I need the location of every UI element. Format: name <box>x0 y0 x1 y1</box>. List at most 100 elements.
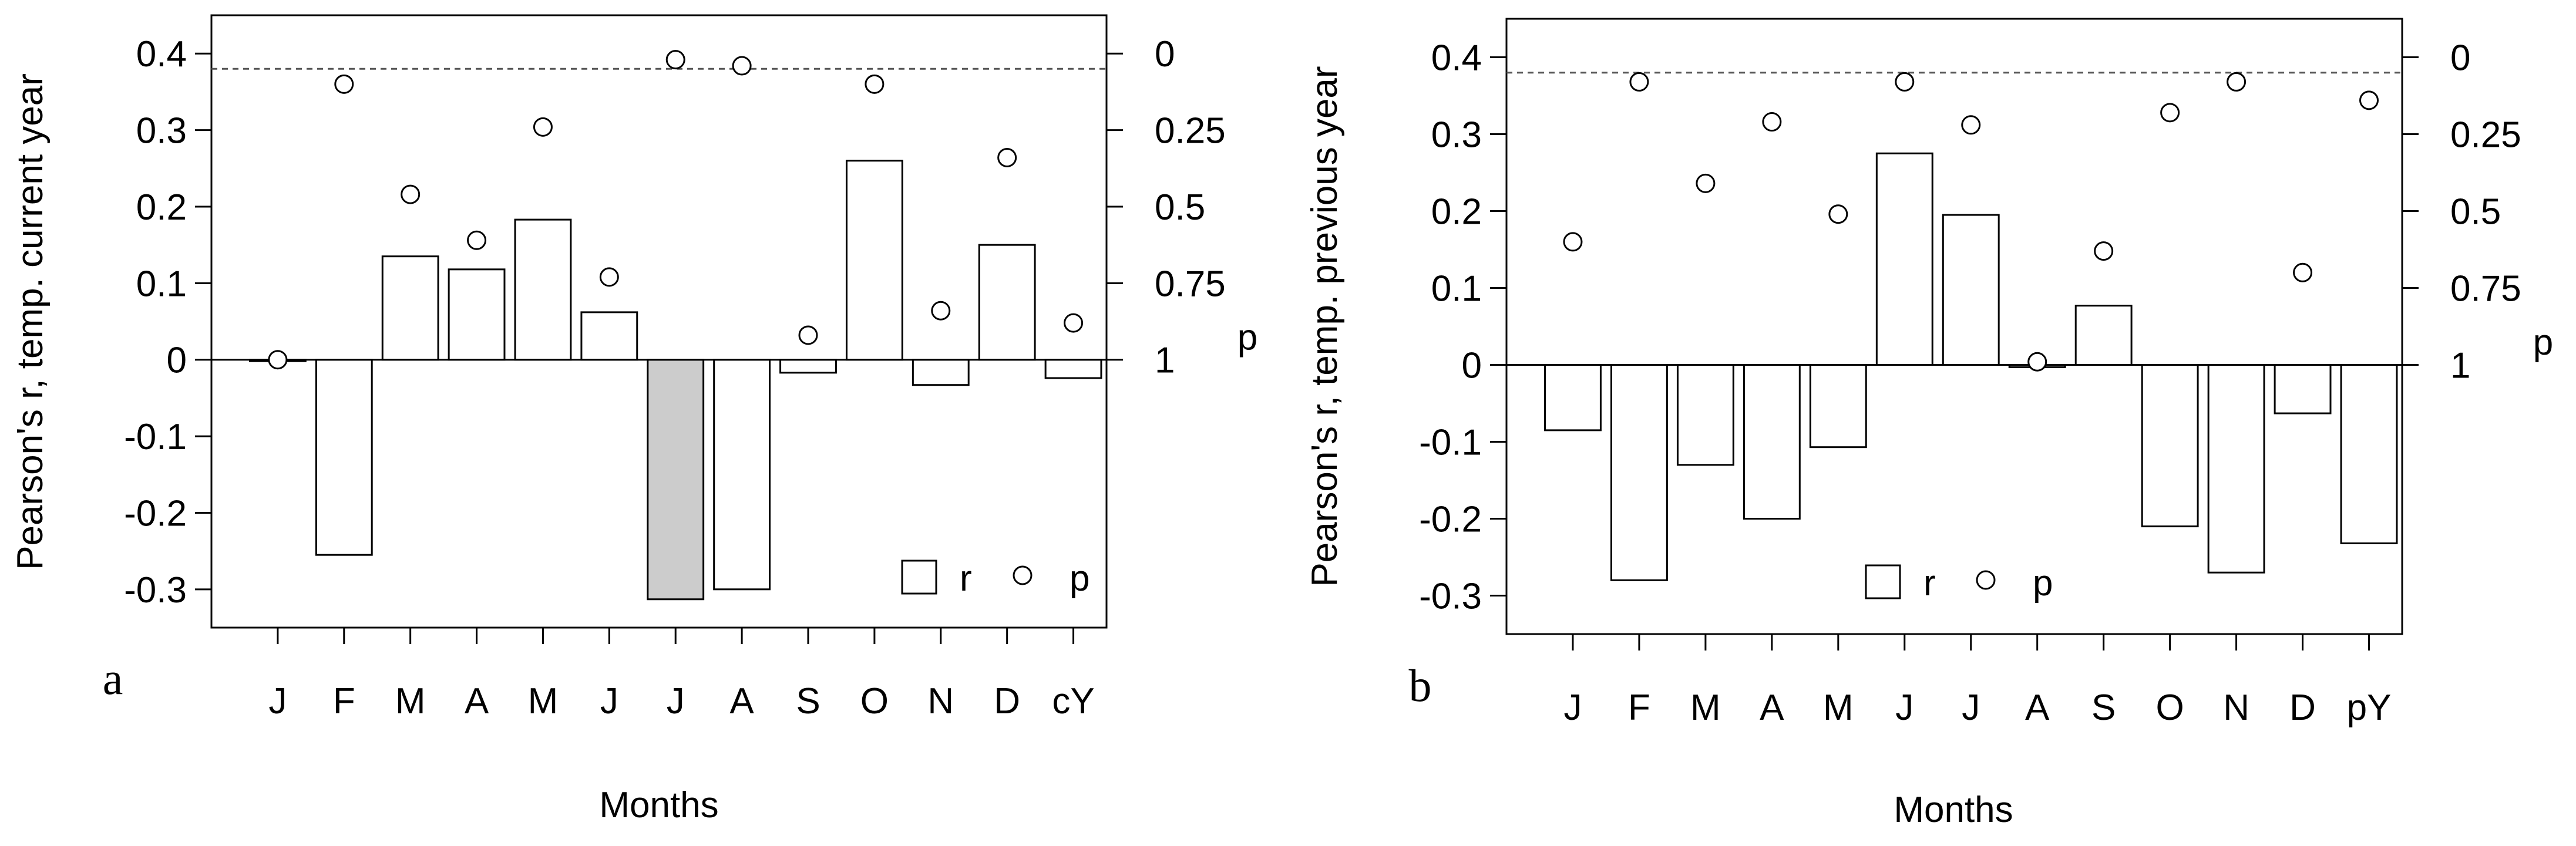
x-tick-label: N <box>2223 687 2249 728</box>
x-tick-label: M <box>395 681 426 722</box>
y-tick-label: 0.2 <box>136 187 187 228</box>
bar-9 <box>845 160 903 361</box>
x-tick-label: J <box>667 681 685 722</box>
x-tick-label: D <box>2289 687 2316 728</box>
point-6 <box>665 50 685 70</box>
bar-6 <box>647 359 705 601</box>
legend-label-p: p <box>2033 563 2053 604</box>
y-tick-label: -0.2 <box>1419 500 1482 540</box>
point-0 <box>268 350 288 370</box>
point-1 <box>1629 72 1649 92</box>
bar-4 <box>514 218 572 361</box>
x-tick-label: J <box>600 681 618 722</box>
y-tick-label: 0.3 <box>1431 115 1482 156</box>
legend-label-p: p <box>1070 558 1089 599</box>
p-axis-label: p <box>1237 318 1257 358</box>
y-axis-title: Pearson's r, temp. previous year <box>1304 66 1345 587</box>
legend-label-r: r <box>1923 563 1936 604</box>
bar-8 <box>2074 305 2133 366</box>
chart-panel-b: 0.40.30.20.10-0.1-0.2-0.300.250.50.751pJ… <box>1304 18 2553 830</box>
y-axis-title: Pearson's r, temp. current year <box>10 73 51 570</box>
p-axis-label: p <box>2533 322 2553 363</box>
x-tick-label: cY <box>1052 681 1094 722</box>
p-tick-label: 1 <box>1155 341 1175 381</box>
point-8 <box>798 325 818 345</box>
point-9 <box>2160 103 2180 123</box>
bar-6 <box>1942 214 2000 366</box>
bar-10 <box>912 359 970 386</box>
point-7 <box>2027 352 2047 372</box>
point-10 <box>931 301 951 321</box>
bar-11 <box>978 244 1036 361</box>
p-tick-label: 0.25 <box>2450 115 2521 156</box>
point-4 <box>533 117 553 137</box>
bar-series-r <box>248 160 1102 601</box>
plot-frame <box>210 14 1108 629</box>
panel-letter: a <box>103 653 123 704</box>
legend-symbol-p <box>1976 570 1996 590</box>
bar-10 <box>2207 364 2265 574</box>
bar-12 <box>1044 359 1102 379</box>
point-4 <box>1828 204 1848 224</box>
p-tick-label: 0 <box>1155 34 1175 75</box>
bar-5 <box>1875 152 1933 366</box>
bar-series-r <box>1544 152 2398 581</box>
y-tick-label: 0 <box>167 341 187 381</box>
y-tick-label: -0.3 <box>1419 577 1482 617</box>
x-axis-title: Months <box>1894 790 2013 830</box>
p-tick-label: 0.5 <box>2450 192 2501 232</box>
x-tick-label: F <box>333 681 355 722</box>
point-8 <box>2094 241 2114 261</box>
point-3 <box>1762 112 1782 132</box>
x-tick-label: O <box>2156 687 2184 728</box>
x-tick-label: S <box>2091 687 2116 728</box>
x-tick-label: S <box>796 681 820 722</box>
y-tick-label: 0.4 <box>136 34 187 75</box>
bar-3 <box>448 268 506 361</box>
y-tick-label: 0.1 <box>1431 269 1482 309</box>
bar-2 <box>1676 364 1734 466</box>
x-tick-label: J <box>1563 687 1582 728</box>
plot-frame <box>1505 18 2403 635</box>
bar-4 <box>1809 364 1867 449</box>
chart-panel-a: 0.40.30.20.10-0.1-0.2-0.300.250.50.751pJ… <box>10 14 1257 825</box>
point-3 <box>467 230 487 250</box>
y-tick-label: 0.1 <box>136 264 187 304</box>
point-12 <box>2359 90 2379 110</box>
bar-3 <box>1743 364 1801 520</box>
panel-letter: b <box>1409 660 1432 711</box>
bar-1 <box>315 359 373 556</box>
x-tick-label: pY <box>2347 687 2392 728</box>
x-tick-label: D <box>994 681 1020 722</box>
point-6 <box>1961 115 1981 135</box>
p-tick-label: 0.5 <box>1155 187 1205 228</box>
x-tick-label: J <box>1895 687 1913 728</box>
bar-1 <box>1610 364 1668 581</box>
legend-label-r: r <box>960 558 972 599</box>
point-10 <box>2227 72 2247 92</box>
point-0 <box>1563 232 1583 252</box>
x-tick-label: M <box>528 681 559 722</box>
point-5 <box>599 267 619 287</box>
point-series-p <box>1563 72 2379 372</box>
legend-swatch-r <box>901 559 937 595</box>
point-2 <box>1696 173 1716 193</box>
point-12 <box>1064 313 1084 333</box>
y-tick-label: 0.4 <box>1431 38 1482 79</box>
y-tick-label: -0.3 <box>124 570 187 611</box>
point-series-p <box>268 50 1084 370</box>
point-11 <box>997 147 1017 167</box>
y-tick-label: 0.3 <box>136 111 187 151</box>
y-tick-label: 0.2 <box>1431 192 1482 232</box>
point-2 <box>401 184 421 204</box>
point-7 <box>732 56 752 76</box>
x-axis-title: Months <box>599 785 718 825</box>
bar-12 <box>2340 364 2398 544</box>
p-tick-label: 0.25 <box>1155 111 1226 151</box>
x-tick-label: O <box>860 681 889 722</box>
x-tick-label: J <box>1962 687 1980 728</box>
x-tick-label: A <box>729 681 754 722</box>
y-tick-label: -0.1 <box>124 417 187 457</box>
